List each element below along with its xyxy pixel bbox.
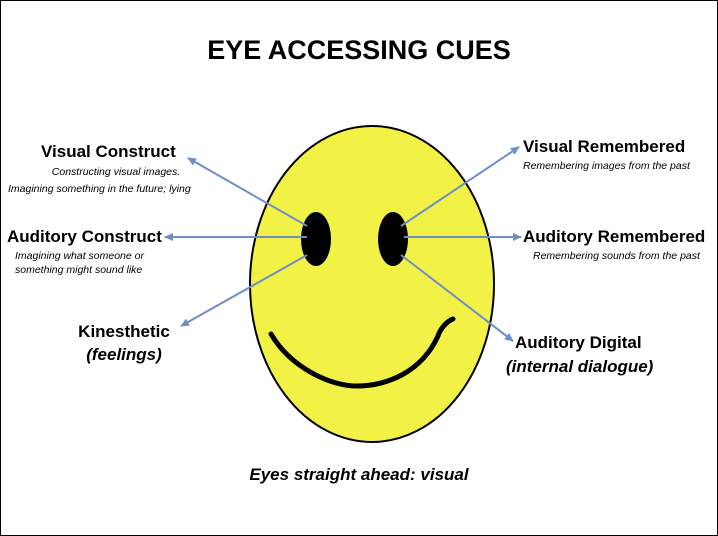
smiley-face xyxy=(249,125,495,443)
arrow-visual-construct xyxy=(187,157,308,227)
visual-construct-label: Visual Construct xyxy=(41,142,176,161)
auditory-digital-desc: (internal dialogue) xyxy=(506,357,654,376)
auditory-construct-desc-line1: Imagining what someone or xyxy=(15,250,144,262)
visual-remembered-desc: Remembering images from the past xyxy=(523,160,690,172)
arrow-visual-remembered xyxy=(400,146,520,227)
visual-construct-desc-line2: Imagining something in the future; lying xyxy=(8,183,191,195)
auditory-construct-label: Auditory Construct xyxy=(7,227,162,246)
footer-caption: Eyes straight ahead: visual xyxy=(249,465,469,484)
kinesthetic-label: Kinesthetic xyxy=(78,322,170,341)
auditory-construct-desc-line2: something might sound like xyxy=(15,264,143,276)
smile-mouth xyxy=(268,316,456,389)
auditory-remembered-desc: Remembering sounds from the past xyxy=(533,250,700,262)
visual-construct-desc-line1: Constructing visual images. xyxy=(51,166,181,178)
auditory-remembered-label: Auditory Remembered xyxy=(523,227,706,246)
visual-remembered-label: Visual Remembered xyxy=(523,137,686,156)
diagram-title: EYE ACCESSING CUES xyxy=(207,35,511,65)
right-eye xyxy=(378,212,408,266)
left-eye xyxy=(301,212,331,266)
kinesthetic-desc: (feelings) xyxy=(86,345,162,364)
auditory-digital-label: Auditory Digital xyxy=(515,333,642,352)
arrow-auditory-digital xyxy=(400,254,514,342)
arrow-kinesthetic xyxy=(180,254,308,327)
